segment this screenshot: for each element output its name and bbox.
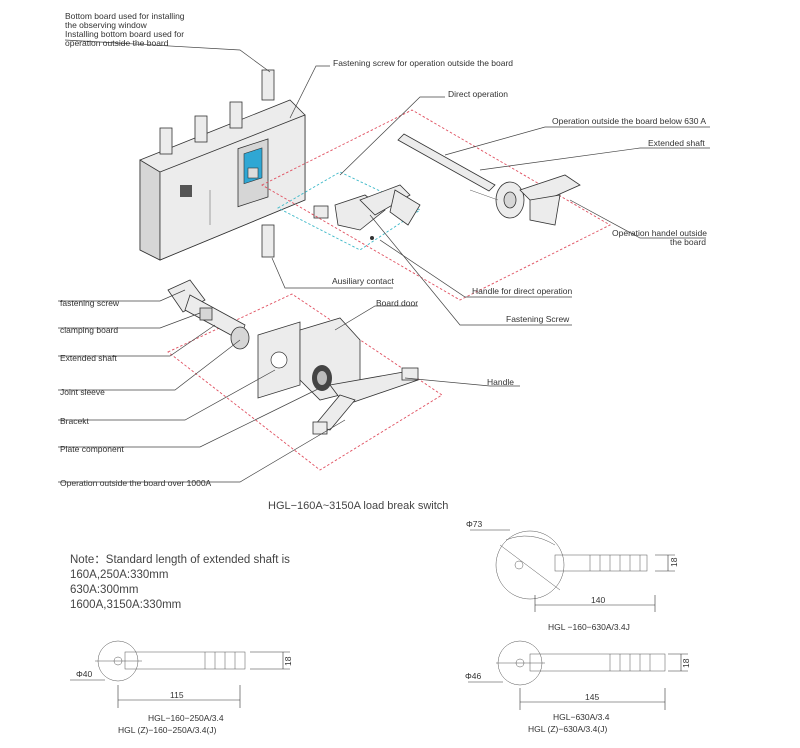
label-op-over-1000: Operation outside the board over 1000A bbox=[60, 478, 212, 488]
model-250-2: HGL (Z)−160−250A/3.4(J) bbox=[118, 725, 217, 735]
dim-145: 145 bbox=[585, 692, 599, 702]
label-op-below-630: Operation outside the board below 630 A bbox=[552, 116, 706, 126]
label-auxiliary-contact: Ausiliary contact bbox=[332, 276, 395, 286]
label-joint-sleeve: Joint sleeve bbox=[60, 387, 105, 397]
handle-drawing-250: 18 Φ40 115 HGL−160−250A/3.4 HGL (Z)−160−… bbox=[70, 640, 293, 735]
direct-handle-part bbox=[313, 184, 421, 240]
label-bottom-board-3: Installing bottom board used for bbox=[65, 29, 184, 39]
shaft-length-note: Note：Standard length of extended shaft i… bbox=[70, 554, 290, 611]
label-fastening-screw-left: fastening screw bbox=[60, 298, 120, 308]
dim-18-top: 18 bbox=[669, 557, 679, 567]
model-630-2: HGL (Z)−630A/3.4(J) bbox=[528, 724, 607, 734]
note-line-1: 160A,250A:330mm bbox=[70, 569, 168, 581]
dim-phi46: Φ46 bbox=[465, 671, 482, 681]
label-board-door: Board door bbox=[376, 298, 418, 308]
label-handle-direct: Handle for direct operation bbox=[472, 286, 572, 296]
label-bottom-board-4: operation outside the board bbox=[65, 38, 169, 48]
label-handel-outside-2: the board bbox=[670, 237, 706, 247]
label-extended-shaft-top: Extended shaft bbox=[648, 138, 705, 148]
label-bottom-board-1: Bottom board used for installing bbox=[65, 11, 185, 21]
label-handel-outside-1: Operation handel outside bbox=[612, 228, 707, 238]
label-direct-operation: Direct operation bbox=[448, 89, 508, 99]
note-line-2: 630A:300mm bbox=[70, 584, 138, 596]
note-line-3: 1600A,3150A:330mm bbox=[70, 599, 181, 611]
dim-phi73: Φ73 bbox=[466, 519, 483, 529]
switch-body bbox=[139, 69, 306, 261]
dim-140: 140 bbox=[591, 595, 605, 605]
direct-op-frame bbox=[277, 171, 421, 251]
outside-handle-part bbox=[469, 174, 581, 226]
handle-drawing-630: 18 Φ46 145 HGL−630A/3.4 HGL (Z)−630A/3.4… bbox=[465, 640, 691, 734]
op-over-1000-frame bbox=[167, 293, 443, 471]
label-handle: Handle bbox=[487, 377, 514, 387]
dim-18-right: 18 bbox=[681, 658, 691, 668]
auxiliary-contact-part bbox=[261, 224, 275, 258]
note-title: Note：Standard length of extended shaft i… bbox=[70, 554, 290, 566]
label-bottom-board-2: the observing window bbox=[65, 20, 148, 30]
figure-caption: HGL−160A~3150A load break switch bbox=[268, 500, 448, 512]
extended-shaft-part bbox=[397, 133, 496, 192]
model-630-1: HGL−630A/3.4 bbox=[553, 712, 610, 722]
lower-assembly bbox=[167, 279, 419, 435]
label-plate-component: Plate component bbox=[60, 444, 124, 454]
leader-lines bbox=[58, 39, 710, 483]
dim-115: 115 bbox=[170, 690, 184, 700]
model-250-1: HGL−160−250A/3.4 bbox=[148, 713, 224, 723]
dim-phi40: Φ40 bbox=[76, 669, 93, 679]
op-below-630-frame bbox=[261, 109, 611, 301]
model-630j: HGL −160−630A/3.4J bbox=[548, 622, 630, 632]
label-fastening-screw-outside: Fastening screw for operation outside th… bbox=[333, 58, 513, 68]
labels: Bottom board used for installing the obs… bbox=[60, 11, 707, 488]
handle-drawing-630j: 18 Φ73 140 HGL −160−630A/3.4J bbox=[466, 519, 679, 632]
label-clamping-board: clamping board bbox=[60, 325, 118, 335]
label-bracket: Bracekt bbox=[60, 416, 89, 426]
label-extended-shaft-left: Extended shaft bbox=[60, 353, 117, 363]
dim-18-left: 18 bbox=[283, 656, 293, 666]
label-fastening-screw-cap: Fastening Screw bbox=[506, 314, 570, 324]
